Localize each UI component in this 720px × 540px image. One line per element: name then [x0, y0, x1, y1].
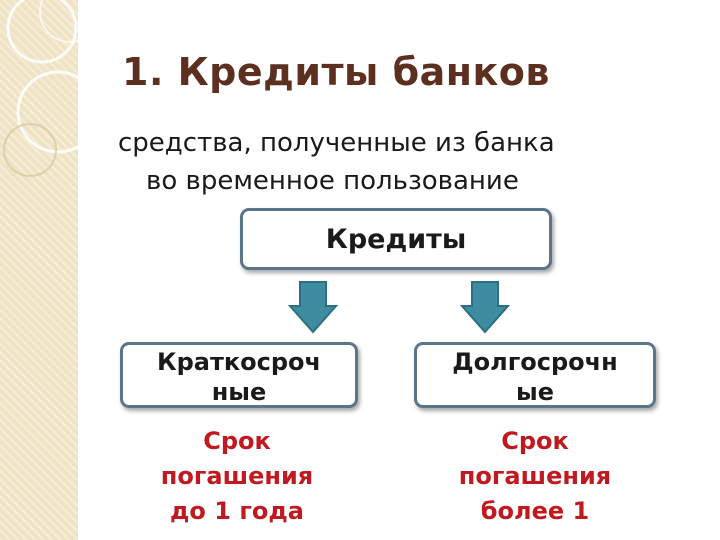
long-term-note-line-3: более 1: [480, 497, 590, 525]
long-term-label-line-2: ые: [516, 378, 554, 406]
down-arrow-icon: [460, 281, 510, 334]
definition-line-2: во временное пользование: [146, 166, 519, 196]
down-arrow-icon: [288, 281, 338, 334]
long-term-note-line-2: погашения: [458, 462, 612, 490]
definition-text: средства, полученные из банка во временн…: [118, 124, 698, 200]
decorative-side-strip: [0, 0, 78, 540]
short-term-note-line-2: погашения: [160, 462, 314, 490]
definition-line-1: средства, полученные из банка: [118, 128, 555, 158]
long-term-note-line-1: Срок: [501, 427, 569, 455]
long-term-node: Долгосрочн ые: [414, 342, 656, 408]
short-term-label-line-1: Краткосроч: [156, 348, 322, 376]
long-term-repayment-note: Срок погашения более 1: [425, 424, 645, 529]
root-node-credits: Кредиты: [240, 208, 552, 270]
short-term-repayment-note: Срок погашения до 1 года: [127, 424, 347, 529]
decorative-circles: [3, 0, 101, 177]
short-term-note-line-3: до 1 года: [170, 497, 304, 525]
short-term-note-line-1: Срок: [203, 427, 271, 455]
short-term-label-line-2: ные: [211, 378, 267, 406]
long-term-label-line-1: Долгосрочн: [452, 348, 618, 376]
slide-title: 1. Кредиты банков: [122, 50, 550, 94]
short-term-node: Краткосроч ные: [120, 342, 358, 408]
